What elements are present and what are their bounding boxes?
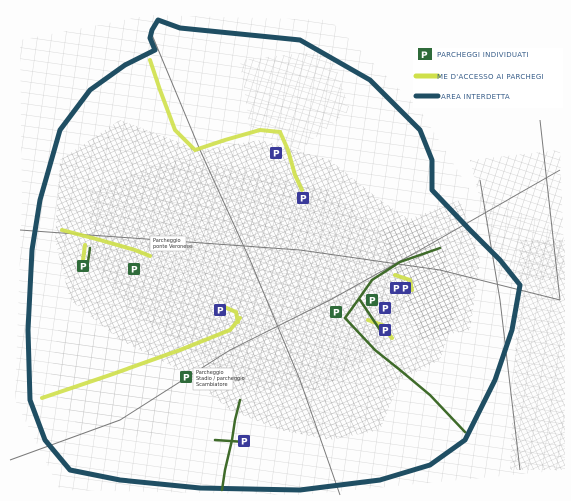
annotation-west: Parcheggio ponte Veronese xyxy=(149,235,192,252)
parking-west-b-box xyxy=(128,263,140,275)
parking-east-c-label: P xyxy=(402,285,409,295)
parking-north-b-label: P xyxy=(300,195,307,205)
parking-east-f[interactable]: P xyxy=(390,282,402,295)
parking-east-d[interactable]: P xyxy=(379,302,391,315)
parking-east-a-label: P xyxy=(333,309,340,319)
parking-west-a[interactable]: P xyxy=(77,260,89,273)
legend-parking-entry: P PARCHEGGI INDIVIDUATI xyxy=(418,48,529,61)
parking-east-e-label: P xyxy=(382,327,389,337)
parking-north-a-box xyxy=(270,147,282,159)
parking-east-a-box xyxy=(330,306,342,318)
legend-area-label: AREA INTERDETTA xyxy=(441,93,510,101)
annotation-south-line3: Scambiatore xyxy=(196,382,228,388)
legend-parking-symbol: P xyxy=(421,51,428,61)
parking-east-b-box xyxy=(366,294,378,306)
parking-north-b-box xyxy=(297,192,309,204)
parking-north-b[interactable]: P xyxy=(297,192,309,205)
parking-east-b[interactable]: P xyxy=(366,294,378,307)
access-roads-green xyxy=(86,246,467,492)
legend-access-entry: ME D'ACCESSO AI PARCHEGI xyxy=(413,73,544,81)
parking-south-b[interactable]: P xyxy=(238,435,250,448)
parking-west-a-box xyxy=(77,260,89,272)
parking-west-a-label: P xyxy=(80,263,87,273)
parking-south-a[interactable]: P xyxy=(180,371,192,384)
city-core-texture xyxy=(50,50,480,440)
annotation-south-line2: Stadio / parcheggio xyxy=(196,376,245,382)
parking-south-b-label: P xyxy=(241,438,248,448)
annotation-west-line2: ponte Veronese xyxy=(153,244,192,250)
arterial-roads xyxy=(9,29,561,496)
legend-area-entry: AREA INTERDETTA xyxy=(413,93,510,101)
parking-west-b-label: P xyxy=(131,266,138,276)
parking-south-a-box xyxy=(180,371,192,383)
parking-east-f-label: P xyxy=(393,285,400,295)
legend-parking-label: PARCHEGGI INDIVIDUATI xyxy=(437,51,529,59)
annotation-south-line1: Parcheggio xyxy=(196,370,224,376)
parking-east-d-box xyxy=(379,302,391,314)
legend-parking-icon xyxy=(418,48,432,60)
legend: P PARCHEGGI INDIVIDUATI ME D'ACCESSO AI … xyxy=(413,48,563,108)
annotation-west-line1: Parcheggio xyxy=(153,238,181,244)
parking-west-b[interactable]: P xyxy=(128,263,140,276)
parking-north-a-label: P xyxy=(273,150,280,160)
annotation-south: Parcheggio Stadio / parcheggio Scambiato… xyxy=(192,367,245,391)
legend-access-label: ME D'ACCESSO AI PARCHEGI xyxy=(437,73,544,81)
parking-center-box xyxy=(214,304,226,316)
access-roads-yellow xyxy=(40,58,414,400)
parking-south-a-label: P xyxy=(183,374,190,384)
parking-east-f-box xyxy=(390,282,402,294)
parking-east-a[interactable]: P xyxy=(330,306,342,319)
parking-east-b-label: P xyxy=(369,297,376,307)
parking-south-b-box xyxy=(238,435,250,447)
parking-center[interactable]: P xyxy=(214,304,226,317)
restricted-area-ring xyxy=(25,17,523,493)
parking-east-e[interactable]: P xyxy=(379,324,391,337)
parking-east-d-label: P xyxy=(382,305,389,315)
parking-north-a[interactable]: P xyxy=(270,147,282,160)
parking-east-e-box xyxy=(379,324,391,336)
parking-center-label: P xyxy=(217,307,224,317)
